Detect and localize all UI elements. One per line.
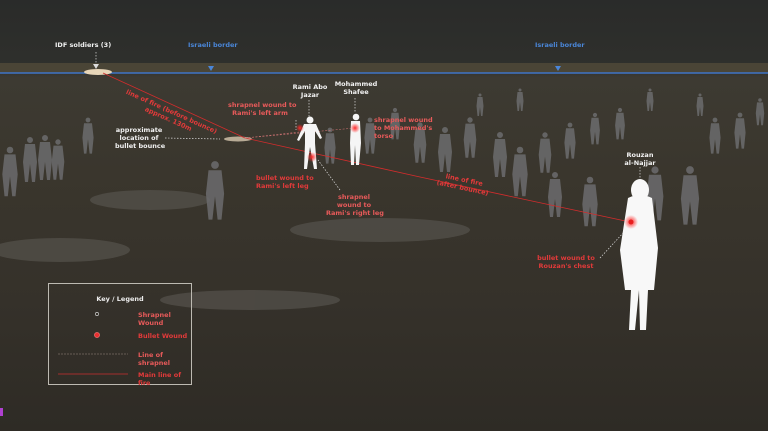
crowd-person [463, 117, 477, 158]
shrapnel-wound-icon [95, 312, 99, 316]
far-terrain [0, 63, 768, 73]
shrapnel-line-rami [244, 131, 301, 139]
rouzan-chest-text-1: bullet wound to [537, 254, 595, 262]
rouzan-chest-label: bullet wound to Rouzan's chest [533, 254, 599, 270]
bullet-wound-icon [94, 332, 100, 338]
bounce-pointer [164, 137, 221, 140]
crowd-person [516, 88, 524, 111]
crowd-person [413, 122, 427, 163]
legend-main-line-of-fire: Main line of fire [138, 371, 182, 387]
legend: Key / Legend Shrapnel Wound Bullet Wound… [48, 283, 192, 387]
main-line-of-fire [102, 72, 631, 223]
crowd-person [2, 146, 18, 197]
crowd-person [390, 107, 400, 140]
ground-mounds [0, 190, 470, 310]
rouzan-label: Rouzan al-Najjar [620, 151, 660, 167]
idf-position-marker [84, 69, 112, 75]
rouzan-figure [620, 179, 658, 330]
mohammed-figure [350, 113, 361, 165]
bounce-text-3: bullet bounce [115, 142, 166, 150]
crowd-person [82, 117, 94, 154]
crowd-person [755, 98, 765, 126]
legend-bullet-wound: Bullet Wound [138, 332, 188, 340]
rami-rightleg-text-1: shrapnel [337, 193, 370, 201]
mohammed-label: Mohammed Shafee [333, 80, 379, 96]
crowd-person [646, 88, 654, 111]
crowd-person [493, 132, 507, 177]
rami-name-2: Jazar [300, 91, 320, 99]
rami-name-1: Rami Abo [292, 83, 328, 91]
border-arrow-right [555, 66, 561, 71]
crowd-person [364, 117, 376, 154]
crowd-person [548, 172, 562, 217]
shrapnel-wound-rami-arm [296, 124, 304, 132]
bounce-text-2: location of [119, 134, 159, 142]
legend-shrapnel-wound: Shrapnel Wound [138, 311, 171, 327]
crowd-silhouettes [2, 88, 765, 227]
shrapnel-line-mohammed [244, 127, 356, 139]
legend-title: Key / Legend [96, 295, 144, 303]
border-label-left: Israeli border [188, 41, 238, 49]
rami-rightleg-text-2: wound to [336, 201, 372, 209]
idf-soldiers-label: IDF soldiers (3) [55, 41, 112, 49]
crowd-person [538, 132, 552, 173]
crowd-person [51, 139, 65, 180]
crowd-person [205, 161, 225, 220]
crowd-person [38, 135, 52, 180]
crowd-person [438, 127, 452, 172]
rami-rightleg-label: shrapnel wound to Rami's right leg [326, 193, 384, 217]
shrapnel-wound-mohammed-torso [350, 123, 360, 133]
rouzan-chest-pointer [599, 231, 625, 259]
bullet-wound-rami-leg [307, 152, 317, 162]
mohammed-torso-label: shrapnel wound to Mohammed's torso [374, 116, 433, 140]
crowd-person [512, 146, 528, 197]
rami-leftleg-label: bullet wound to Rami's left leg [256, 174, 314, 190]
crowd-person [734, 112, 746, 149]
corner-mark [0, 408, 3, 416]
moh-torso-text-3: torso [374, 132, 394, 140]
crowd-person [696, 93, 704, 116]
border-arrow-left [208, 66, 214, 71]
rami-rightleg-pointer [317, 159, 341, 191]
legend-symbols [58, 312, 128, 375]
bounce-text-1: approximate [115, 126, 163, 134]
rami-arm-text-2: Rami's left arm [232, 109, 288, 117]
rami-leftleg-text-2: Rami's left leg [256, 182, 309, 190]
mohammed-name-1: Mohammed [334, 80, 378, 88]
idf-arrow-head [93, 64, 99, 69]
moh-torso-text-2: to Mohammed's [374, 124, 433, 132]
bullet-wound-rouzan-dot [628, 219, 634, 225]
rami-arm-text-1: shrapnel wound to [228, 101, 297, 109]
rami-label: Rami Abo Jazar [290, 83, 330, 99]
moh-torso-text-1: shrapnel wound [374, 116, 433, 124]
legend-line-of-shrapnel: Line of shrapnel [138, 351, 171, 367]
crowd-person [324, 127, 336, 164]
rami-arm-label: shrapnel wound to Rami's left arm [228, 101, 297, 117]
crowd-person [709, 117, 721, 154]
crowd-person [582, 176, 598, 227]
rouzan-chest-text-2: Rouzan's chest [538, 262, 594, 270]
mohammed-name-2: Shafee [343, 88, 369, 96]
crowd-person [615, 107, 625, 140]
crowd-person [680, 166, 700, 225]
crowd-person [23, 137, 37, 182]
rouzan-name-2: al-Najjar [624, 159, 656, 167]
crowd-person [476, 93, 484, 116]
crowd-person [590, 112, 600, 145]
crowd-person [564, 122, 576, 159]
rami-rightleg-text-3: Rami's right leg [326, 209, 384, 217]
border-label-right: Israeli border [535, 41, 585, 49]
rami-leftleg-text-1: bullet wound to [256, 174, 314, 182]
bounce-label: approximate location of bullet bounce [115, 126, 166, 150]
rouzan-name-1: Rouzan [626, 151, 654, 159]
